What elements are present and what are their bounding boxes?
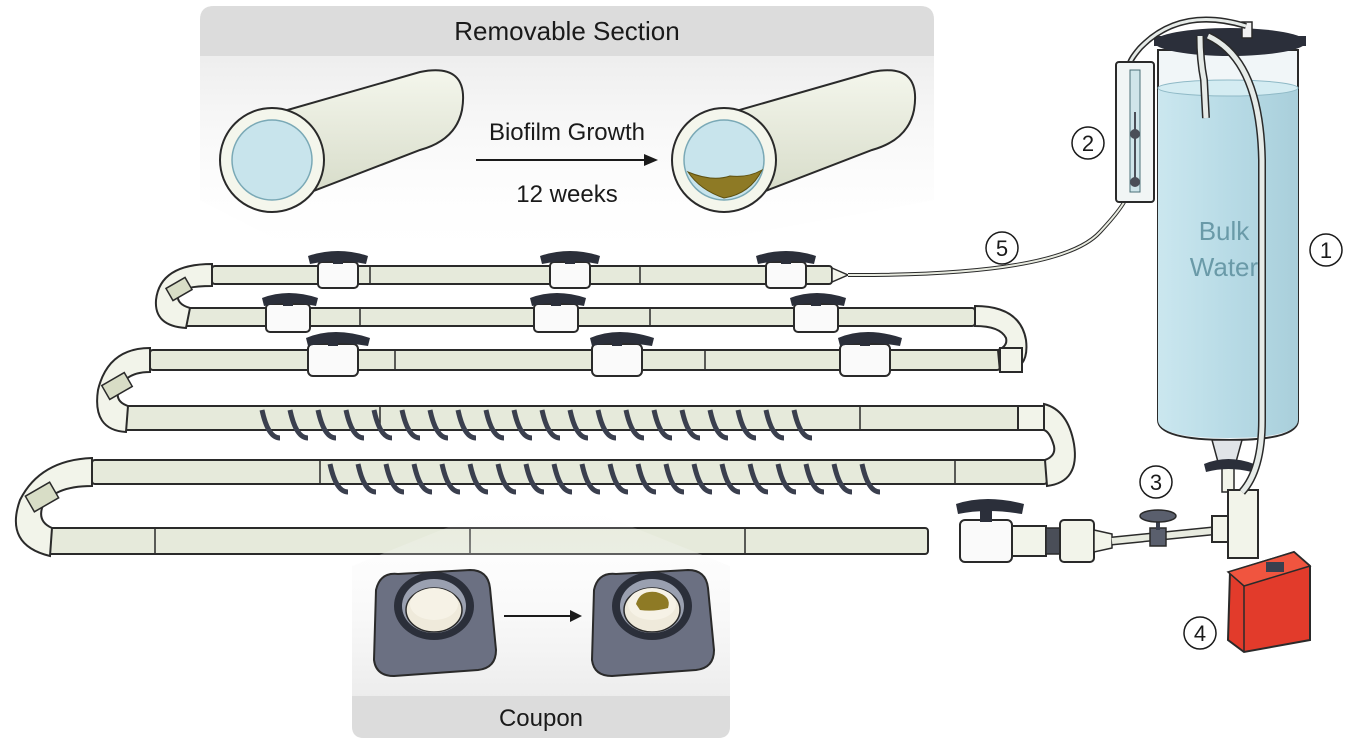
needle-valve-icon [1139, 509, 1177, 547]
bulk-water-label-line2: Water [1190, 252, 1259, 282]
callout-3: 3 [1139, 465, 1173, 499]
coupon-inset: Coupon [352, 490, 730, 738]
arrow-icon [504, 610, 582, 622]
callouts: 1 2 3 4 5 [985, 126, 1343, 650]
valve-icon [590, 332, 654, 377]
arrow-icon [476, 154, 658, 166]
valve-icon [790, 293, 846, 333]
callout-4: 4 [1183, 616, 1217, 650]
valve-icon [306, 332, 370, 377]
callout-5: 5 [985, 231, 1019, 265]
duration-label: 12 weeks [516, 181, 617, 208]
svg-text:2: 2 [1082, 131, 1094, 156]
valve-icon [530, 293, 586, 333]
svg-text:4: 4 [1194, 621, 1206, 646]
svg-text:1: 1 [1320, 238, 1332, 263]
removable-section-title: Removable Section [454, 16, 679, 46]
coupon-title: Coupon [499, 705, 583, 732]
valve-icon [956, 499, 1024, 563]
coupon-icon [372, 568, 498, 678]
removable-section-inset: Removable Section Biofilm Growth 12 week… [200, 6, 934, 265]
svg-text:5: 5 [996, 236, 1008, 261]
valve-icon [308, 251, 368, 289]
coupon-icon [590, 568, 716, 678]
tank-icon: Bulk Water [1154, 21, 1306, 559]
biofilm-pipe-icon [671, 69, 917, 213]
valve-icon [756, 251, 816, 289]
valves [262, 251, 1024, 563]
coupon-holders-row-4 [259, 409, 813, 441]
svg-text:3: 3 [1150, 470, 1162, 495]
return-line [831, 189, 1131, 284]
valve-icon [262, 293, 318, 333]
clean-pipe-icon [219, 69, 465, 213]
flow-meter-icon [1115, 61, 1155, 203]
bulk-water-label-line1: Bulk [1199, 216, 1251, 246]
valve-icon [540, 251, 600, 289]
pump-icon [1226, 550, 1312, 654]
valve-icon [838, 332, 902, 377]
callout-2: 2 [1071, 126, 1105, 160]
supply-line [1011, 509, 1233, 563]
biofilm-growth-label: Biofilm Growth [489, 119, 645, 146]
callout-1: 1 [1309, 233, 1343, 267]
